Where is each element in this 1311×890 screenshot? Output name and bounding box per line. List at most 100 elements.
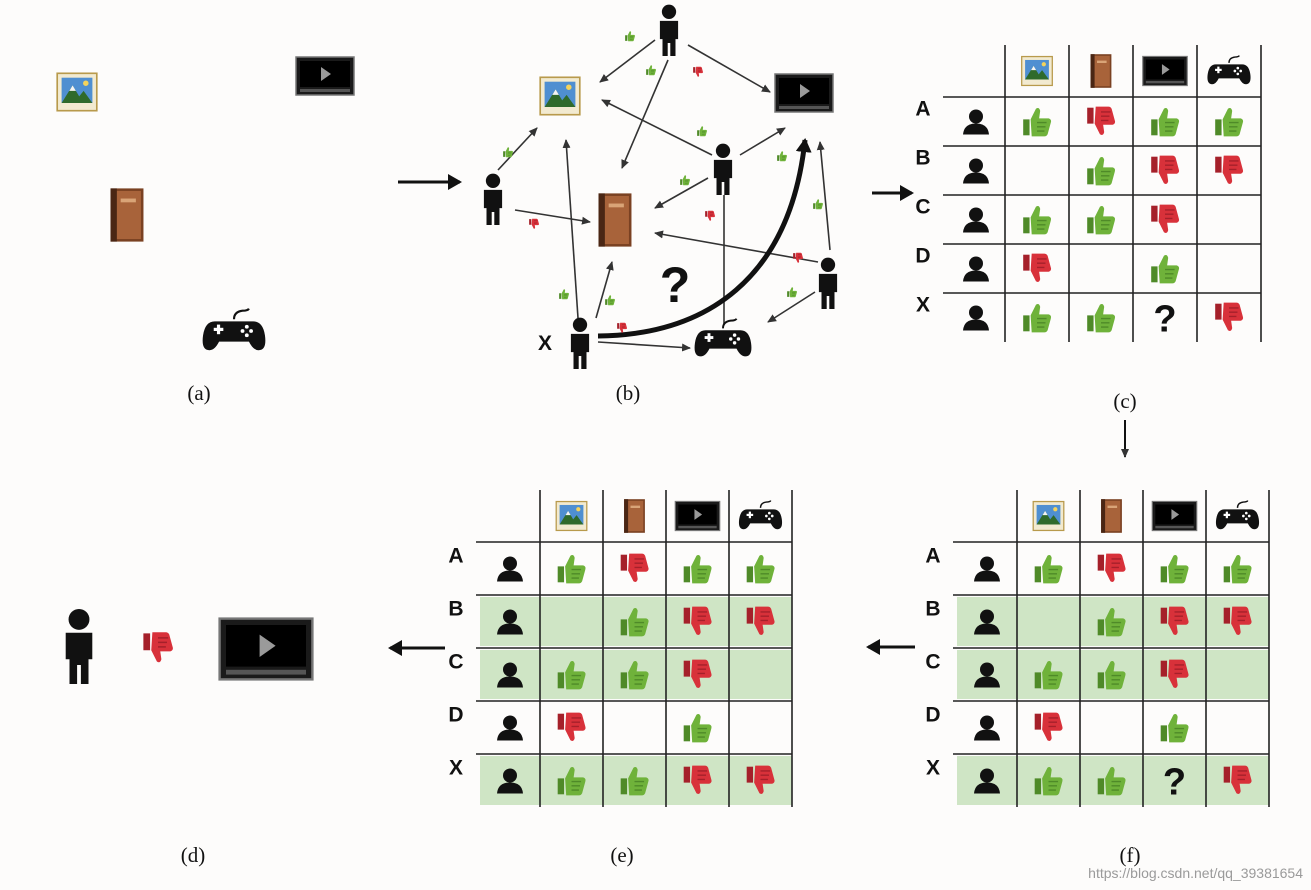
picture-icon bbox=[555, 500, 588, 532]
thumb-down-icon bbox=[704, 210, 716, 222]
video-icon bbox=[1151, 500, 1198, 532]
thumb-up-icon bbox=[1222, 554, 1253, 585]
book-icon bbox=[624, 499, 645, 533]
thumb-up-icon bbox=[1159, 713, 1190, 744]
unknown-rating: ? bbox=[1153, 299, 1176, 341]
thumb-up-icon bbox=[1086, 205, 1116, 236]
thumb-up-icon bbox=[786, 286, 798, 298]
panel-d: (d) bbox=[65, 608, 314, 867]
thumb-up-icon bbox=[1022, 107, 1052, 138]
thumb-down-icon bbox=[1086, 105, 1116, 136]
user-x-icon bbox=[65, 608, 93, 684]
row-label: D bbox=[915, 245, 930, 268]
thumb-up-icon bbox=[1159, 554, 1190, 585]
relation-arrows bbox=[497, 39, 831, 352]
gamepad-icon bbox=[694, 318, 752, 358]
thumb-down-icon bbox=[1214, 154, 1244, 185]
user-icon bbox=[659, 4, 679, 56]
thumb-down-icon bbox=[1022, 252, 1052, 283]
thumb-up-icon bbox=[682, 713, 713, 744]
row-label: A bbox=[925, 545, 940, 568]
thumb-down-icon bbox=[1096, 552, 1127, 583]
user-icon bbox=[483, 173, 503, 225]
thumb-up-icon bbox=[1086, 156, 1116, 187]
thumb-down-icon bbox=[1150, 203, 1180, 234]
row-label: C bbox=[915, 196, 930, 219]
book-icon bbox=[1090, 54, 1112, 88]
thumb-down-icon bbox=[792, 252, 804, 264]
row-label: X bbox=[449, 757, 463, 780]
thumb-up-icon bbox=[679, 174, 691, 186]
row-label: A bbox=[448, 545, 463, 568]
thumb-up-icon bbox=[812, 198, 824, 210]
caption-a: (a) bbox=[187, 381, 210, 405]
user-avatar-icon bbox=[974, 556, 1000, 582]
user-avatar-icon bbox=[963, 109, 989, 135]
row-label: D bbox=[448, 704, 463, 727]
caption-c: (c) bbox=[1113, 389, 1136, 413]
video-icon bbox=[1142, 55, 1188, 87]
gamepad-icon bbox=[738, 500, 783, 531]
caption-d: (d) bbox=[181, 843, 206, 867]
row-label: X bbox=[926, 757, 940, 780]
user-icon bbox=[818, 257, 838, 309]
row-label: X bbox=[916, 294, 930, 317]
user-x-icon bbox=[570, 317, 590, 369]
caption-e: (e) bbox=[610, 843, 633, 867]
book-icon bbox=[598, 193, 632, 247]
thumb-down-icon bbox=[1150, 154, 1180, 185]
panel-b: ? X (b) bbox=[483, 4, 838, 405]
thumb-up-icon bbox=[1214, 107, 1244, 138]
caption-b: (b) bbox=[616, 381, 641, 405]
thumb-up-icon bbox=[696, 125, 708, 137]
thumb-up-icon bbox=[1022, 303, 1052, 334]
gamepad-icon bbox=[202, 308, 266, 352]
thumb-down-icon bbox=[692, 66, 704, 78]
user-avatar-icon bbox=[497, 556, 523, 582]
row-label: C bbox=[448, 651, 463, 674]
video-icon bbox=[295, 56, 355, 96]
gamepad-icon bbox=[1215, 500, 1260, 531]
thumb-down-icon bbox=[528, 218, 540, 230]
thumb-up-icon bbox=[1033, 554, 1064, 585]
watermark: https://blog.csdn.net/qq_39381654 bbox=[1088, 865, 1303, 881]
thumb-down-icon bbox=[556, 711, 587, 742]
thumb-up-icon bbox=[645, 64, 657, 76]
picture-icon bbox=[1021, 55, 1053, 87]
prediction-arrow bbox=[597, 138, 812, 339]
thumb-up-icon bbox=[1086, 303, 1116, 334]
user-avatar-icon bbox=[963, 305, 989, 331]
thumb-up-icon bbox=[682, 554, 713, 585]
picture-icon bbox=[1032, 500, 1065, 532]
row-label: A bbox=[915, 98, 930, 121]
user-avatar-icon bbox=[974, 715, 1000, 741]
thumb-down-icon bbox=[616, 322, 628, 334]
row-label: D bbox=[925, 704, 940, 727]
rating-table-e: A B C D X bbox=[448, 490, 793, 807]
video-icon bbox=[674, 500, 721, 532]
thumb-down-icon bbox=[619, 552, 650, 583]
thumb-down-icon bbox=[1033, 711, 1064, 742]
row-label: B bbox=[925, 598, 940, 621]
thumb-down-icon bbox=[142, 631, 174, 664]
row-label: B bbox=[448, 598, 463, 621]
thumb-down-icon bbox=[1214, 301, 1244, 332]
thumb-up-icon bbox=[502, 146, 514, 158]
unknown-rating: ? bbox=[1163, 762, 1186, 804]
thumb-up-icon bbox=[776, 150, 788, 162]
thumb-up-icon bbox=[556, 554, 587, 585]
thumb-up-icon bbox=[1022, 205, 1052, 236]
caption-f: (f) bbox=[1120, 843, 1141, 867]
gamepad-icon bbox=[1207, 55, 1251, 85]
thumb-up-icon bbox=[745, 554, 776, 585]
thumb-up-icon bbox=[1150, 254, 1180, 285]
user-avatar-icon bbox=[963, 158, 989, 184]
picture-icon bbox=[56, 72, 98, 112]
picture-icon bbox=[539, 76, 581, 116]
book-icon bbox=[1101, 499, 1122, 533]
book-icon bbox=[110, 188, 144, 242]
video-icon bbox=[218, 617, 314, 681]
